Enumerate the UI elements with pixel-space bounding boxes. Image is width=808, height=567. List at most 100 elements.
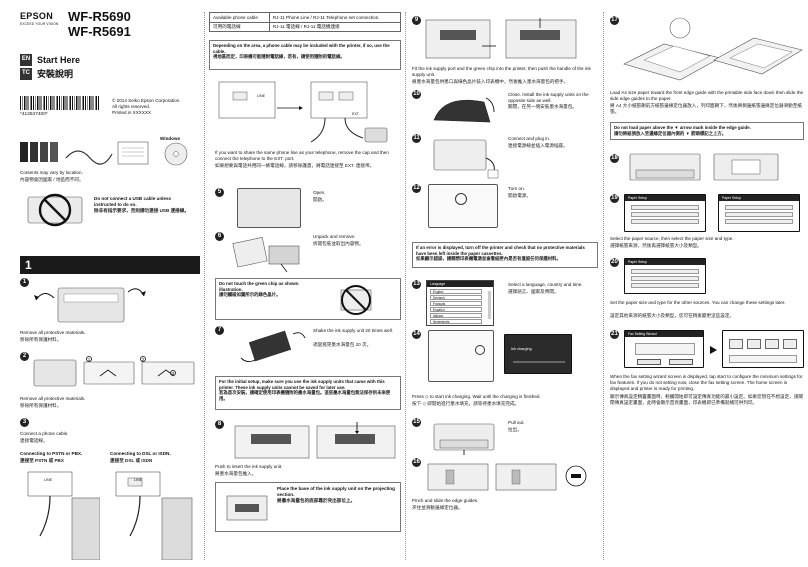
screen-option[interactable] [631, 269, 699, 274]
step-2-sub-2: 2 [140, 356, 146, 362]
home-scan-icon[interactable] [765, 339, 779, 349]
screen-option[interactable] [631, 283, 699, 288]
step-5-illustration [237, 188, 301, 228]
language-option[interactable]: Deutsch [430, 295, 482, 300]
step-16-en: Pinch and slide the edge guides. [412, 498, 479, 503]
screen-title: Paper Setup [625, 259, 705, 265]
step-19-zh: 選擇紙張來源，然後再選擇紙張大小及類型。 [610, 243, 702, 248]
fax-wizard-screen: Fax Setting Wizard [624, 330, 704, 368]
windows-label: Windows [160, 136, 181, 141]
step-13-zh: 選擇語言、國家及時間。 [508, 289, 559, 294]
language-option[interactable]: English [430, 289, 482, 294]
step-7-illustration [233, 326, 309, 368]
screen-option[interactable] [631, 205, 699, 210]
step-2-sub-1: 1 [86, 356, 92, 362]
column-1: EPSON EXCEED YOUR VISION WF-R5690 WF-R56… [0, 0, 200, 567]
barcode [20, 96, 100, 110]
step-6-en: Unpack and remove. [313, 234, 356, 239]
title-start-here-zh: 安裝說明 [37, 69, 74, 79]
step-13-en: Select a language, country and time. [508, 282, 583, 287]
step-7-number: 7 [215, 326, 224, 335]
epson-logo: EPSON [20, 11, 54, 21]
pstn-title-zh: 連接至 PSTN 或 PBX [20, 458, 64, 463]
home-copy-icon[interactable] [729, 339, 743, 349]
note-text-zh: 請勿觸碰如圖所示的綠色晶片。 [219, 292, 281, 298]
screen-option[interactable] [631, 219, 699, 224]
usb-warning-en: Do not connect a USB cable unless instru… [94, 196, 172, 207]
step-10-en: Close. Install the ink supply units on t… [508, 92, 589, 103]
step-11-zh: 連接電源線並插入電源插座。 [508, 143, 568, 148]
ink-charging-text: Ink charging [511, 347, 532, 351]
step-1-number: 1 [20, 278, 29, 287]
screen-option[interactable] [725, 212, 793, 217]
table-row: 可用的電話線 RJ-11 電話線 / RJ-11 電話機連接 [209, 21, 402, 33]
step-20-en: Set the paper size and type for the othe… [610, 300, 786, 305]
step-2-en: Remove all protective materials. [20, 396, 86, 401]
note-text-en: Do not touch the green chip as shown ill… [219, 281, 299, 292]
menu-scrollbar[interactable] [488, 291, 491, 319]
column-3: 9 Fit the ink supply port and the green … [408, 0, 600, 567]
step-14-zh: 按下 ◇ 即開始進行墨水填充，請等待墨水填充完成。 [412, 401, 520, 406]
step-16-zh: 夾住並滑動邊緣定位器。 [412, 505, 463, 510]
screen-option[interactable] [631, 276, 699, 281]
language-option[interactable]: Français [430, 301, 482, 306]
language-menu-title: Language [427, 281, 493, 287]
screen-option[interactable] [725, 205, 793, 210]
step-9-number: 9 [412, 16, 421, 25]
step-3-number: 3 [20, 418, 29, 427]
box-contents-illustration [18, 126, 198, 170]
step-20-zh: 設定其他來源的紙張大小及類型，您可在稍後變更這些設定。 [610, 313, 735, 318]
language-option[interactable]: Nederlands [430, 319, 482, 324]
table-cell: 可用的電話線 [209, 21, 270, 33]
step-12-zh: 開啟電源。 [508, 193, 531, 198]
home-setup-icon[interactable] [783, 339, 797, 349]
fax-wizard-start-button[interactable] [637, 359, 661, 365]
step-12-en: Turn on. [508, 186, 525, 191]
ink-charging-screen: Ink charging [504, 334, 572, 374]
step-5-en: Open. [313, 190, 326, 195]
language-badge-en: EN [20, 54, 32, 66]
next-arrow-icon [710, 346, 717, 354]
step-3-en: Connect a phone cable. [20, 431, 69, 436]
fax-wizard-message [635, 343, 695, 355]
step-8-number: 8 [215, 420, 224, 429]
title-start-here: Start Here [37, 55, 81, 65]
step-11-illustration [424, 134, 504, 180]
paper-setup-screen-3: Paper Setup [624, 258, 706, 294]
step-2-zh: 移除所有保護材料。 [20, 403, 62, 408]
step-11-number: 11 [412, 134, 421, 143]
home-status-bar [729, 355, 797, 363]
base-note-en: Place the base of the ink supply unit on… [277, 486, 395, 497]
column-divider-2 [405, 12, 406, 560]
step-15-zh: 拉出。 [508, 427, 522, 432]
language-option[interactable]: Español [430, 307, 482, 312]
brand-tagline: EXCEED YOUR VISION [20, 22, 59, 26]
power-button-icon [455, 193, 467, 205]
table-cell: RJ-11 Phone Line / RJ-11 Telephone set c… [268, 12, 402, 23]
screen-option[interactable] [725, 219, 793, 224]
dsl-illustration [110, 468, 196, 561]
fax-wizard-zh: 顯示傳真設定精靈畫面時，輕觸開始即可設定傳真功能的最小設定。如果您現在不想設定，… [610, 394, 803, 405]
language-option[interactable]: Italiano [430, 313, 482, 318]
step-9-zh: 將墨水海量包供墨口與綠色晶片裝入印表機中，然後推入墨水海量包的把手。 [412, 79, 569, 84]
step-17-en: Load A4 size paper toward the front edge… [610, 90, 804, 101]
screen-option[interactable] [631, 212, 699, 217]
section-1-bar: 1 [20, 256, 200, 274]
screen-title: Paper Setup [719, 195, 799, 201]
step-21-number: 21 [610, 330, 619, 339]
home-fax-icon[interactable] [747, 339, 761, 349]
initial-setup-note: For the initial setup, make sure you use… [215, 376, 401, 410]
step-5-number: 5 [215, 188, 224, 197]
share-line-en: If you want to share the same phone line… [215, 150, 389, 161]
pstn-title-en: Connecting to PSTN or PBX. [20, 451, 83, 456]
printed-in: Printed in XXXXXX [112, 110, 152, 115]
ext-port-illustration [215, 78, 399, 146]
copyright: © 2014 Seiko Epson Corporation. [112, 98, 181, 103]
no-touch-chip-illustration [321, 282, 391, 318]
fax-wizard-close-button[interactable] [669, 359, 693, 365]
share-line-zh: 如果想要與電話共用同一條電話線，請移除護蓋，將電話連接至 EXT. 連接埠。 [215, 163, 375, 168]
start-button-icon [475, 345, 485, 355]
note-text-en: Do not load paper above the ▼ arrow mark… [614, 125, 751, 130]
step-2-number: 2 [20, 352, 29, 361]
step-16-number: 16 [412, 458, 421, 467]
